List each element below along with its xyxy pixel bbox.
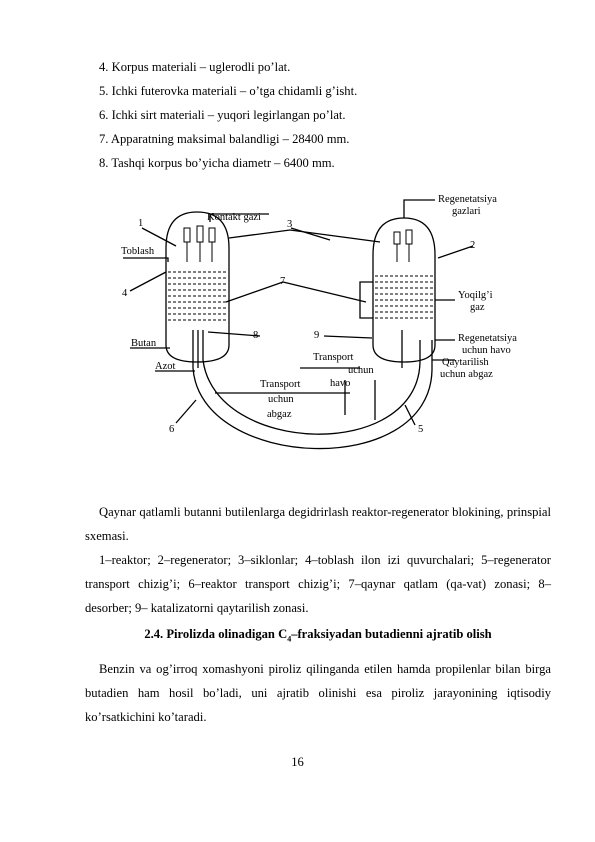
figure-caption-2: 1–reaktor; 2–regenerator; 3–siklonlar; 4… [85,553,551,615]
label-num-1: 1 [138,218,143,229]
transport-loop-inner [202,330,421,435]
label-yoqilgi-1: Yoqilg’i [458,290,493,301]
label-butan: Butan [131,338,157,349]
page-number: 16 [291,755,304,769]
label-transport-air-1: Transport [313,352,354,363]
label-num-3: 3 [287,219,292,230]
body-paragraph: Benzin va og’irroq xomashyoni piroliz qi… [85,662,551,724]
label-regen-air-1: Regenetatsiya [458,333,517,344]
label-num-4: 4 [122,288,128,299]
label-transport-abgaz-3: abgaz [267,409,292,420]
label-num-7: 7 [280,276,285,287]
label-num-9: 9 [314,330,319,341]
label-toblash: Toblash [121,246,155,257]
spec-line-5: 5. Ichki futerovka materiali – o’tga chi… [99,84,358,98]
label-transport-abgaz-2: uchun [268,394,294,405]
spec-line-7: 7. Apparatning maksimal balandligi – 284… [99,132,350,146]
label-transport-abgaz-1: Transport [260,379,301,390]
reactor-vessel [165,211,230,363]
label-azot: Azot [155,361,175,372]
spec-line-6: 6. Ichki sirt materiali – yuqori legirla… [99,108,346,122]
label-regen-gases-1: Regenetatsiya [438,194,497,205]
label-num-6: 6 [169,424,174,435]
label-yoqilgi-2: gaz [470,302,485,313]
spec-line-8: 8. Tashqi korpus bo’yicha diametr – 6400… [99,156,335,170]
transport-loop [192,330,433,450]
label-num-5: 5 [418,424,423,435]
cyclone-connecting-pipe [228,229,381,243]
label-transport-air-3: havo [330,378,350,389]
figure-caption-1: Qaynar qatlamli butanni butilenlarga deg… [85,505,551,543]
label-num-8: 8 [253,330,258,341]
label-num-2: 2 [470,240,475,251]
label-transport-air-2: uchun [348,365,374,376]
label-reduction-1: Qaytarilish [442,357,489,368]
label-contact-gas: Kontakt gazi [207,212,261,223]
spec-line-4: 4. Korpus materiali – uglerodli po’lat. [99,60,291,74]
regenerator-vessel [372,217,436,363]
label-regen-air-2: uchun havo [462,345,511,356]
reactor-regenerator-diagram: Regenetatsiya gazlari Kontakt gazi Tobla… [121,194,517,450]
label-reduction-2: uchun abgaz [440,369,493,380]
section-heading: 2.4. Pirolizda olinadigan C4–fraksiyadan… [144,627,492,644]
label-regen-gases-2: gazlari [452,206,481,217]
